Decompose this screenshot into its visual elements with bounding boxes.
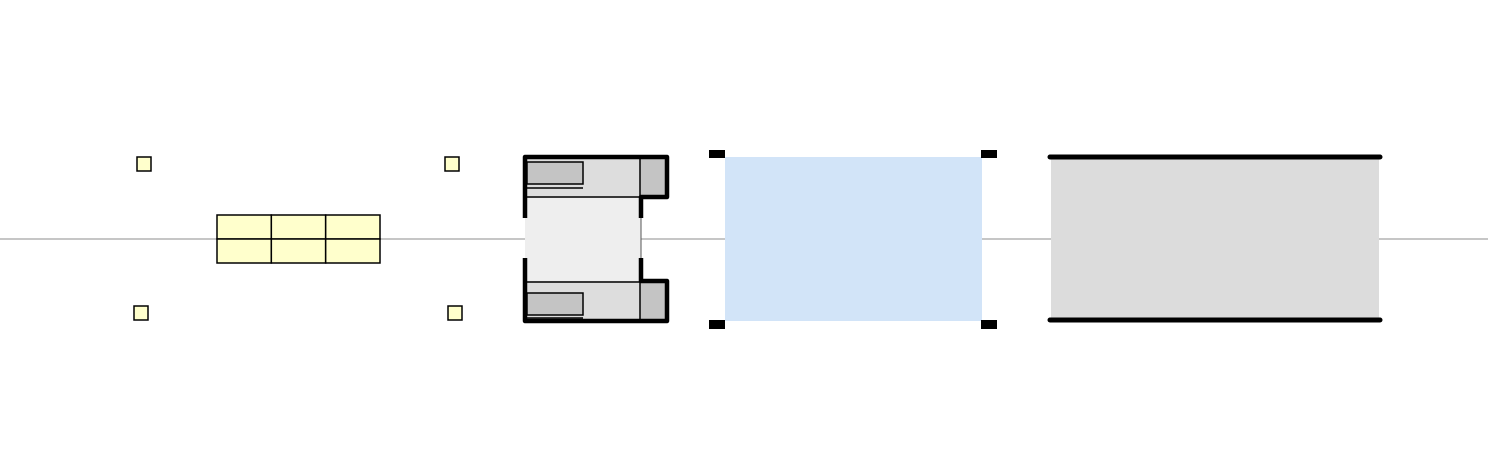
gray-panel[interactable] — [1051, 157, 1379, 321]
sofa-top-arm-back — [639, 157, 668, 199]
corner-marker-bottom-right[interactable] — [447, 305, 463, 321]
sofa-bottom-outline — [522, 258, 670, 324]
corner-markers — [133, 156, 463, 321]
blue-panel-handle-bottom-right[interactable] — [981, 320, 997, 329]
gray-panel-group[interactable] — [1047, 154, 1383, 323]
table-grid[interactable] — [216, 214, 381, 264]
blue-panel-group[interactable] — [709, 150, 997, 329]
corner-marker-top-left[interactable] — [136, 156, 152, 172]
table-cell — [324, 238, 381, 264]
corner-marker-bottom-left[interactable] — [133, 305, 149, 321]
table-cell — [324, 214, 381, 240]
corner-marker-top-right[interactable] — [444, 156, 460, 172]
blue-panel[interactable] — [725, 157, 982, 321]
table-cell — [216, 214, 273, 240]
table-cell — [270, 238, 327, 264]
sofa-top-outline — [522, 154, 670, 218]
table-cell — [270, 214, 327, 240]
table-cell — [216, 238, 273, 264]
blue-panel-handle-bottom-left[interactable] — [709, 320, 725, 329]
sofa-bottom-arm-back — [639, 280, 668, 322]
sofa-top-cushion — [526, 161, 584, 185]
blue-panel-handle-top-right[interactable] — [981, 150, 997, 158]
sofa-unit[interactable] — [522, 154, 670, 324]
blue-panel-handle-top-left[interactable] — [709, 150, 725, 158]
sofa-center-seat — [525, 197, 641, 283]
sofa-bottom-cushion — [526, 292, 584, 316]
